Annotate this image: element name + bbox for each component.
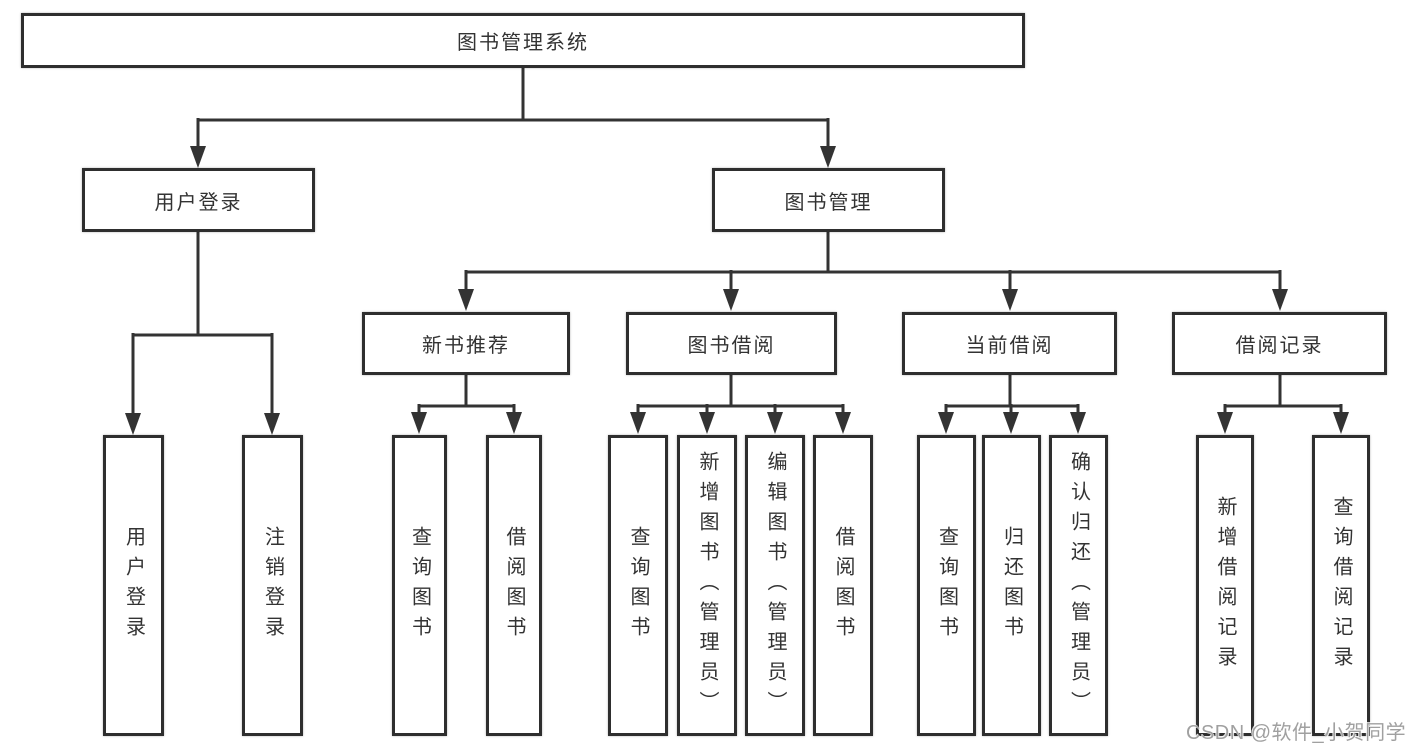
arrow-down-icon	[938, 412, 954, 434]
connector-borrow-record-to-leaves	[1223, 375, 1343, 419]
arrow-down-icon	[264, 413, 280, 435]
arrow-down-icon	[835, 412, 851, 434]
leaf-borrow-books-recommend: 借阅图书	[486, 435, 542, 736]
connector-user-login-to-leaves	[131, 232, 274, 419]
connector-book-management-to-level3	[464, 232, 1282, 296]
arrow-down-icon	[411, 412, 427, 434]
arrow-down-icon	[820, 146, 836, 168]
watermark: CSDN @软件_小贺同学	[1186, 722, 1405, 744]
leaf-user-login: 用户登录	[103, 435, 164, 736]
arrow-down-icon	[125, 413, 141, 435]
arrow-down-icon	[1003, 412, 1019, 434]
node-library-management-system: 图书管理系统	[21, 13, 1025, 68]
node-new-book-recommendation: 新书推荐	[362, 312, 570, 375]
connector-current-borrow-to-leaves	[944, 375, 1080, 419]
node-borrowing-records: 借阅记录	[1172, 312, 1387, 375]
arrow-down-icon	[1217, 412, 1233, 434]
arrow-down-icon	[190, 146, 206, 168]
leaf-confirm-return-admin: 确认归还（管理员）	[1049, 435, 1108, 736]
arrow-down-icon	[1002, 289, 1018, 311]
arrow-down-icon	[723, 289, 739, 311]
arrow-down-icon	[630, 412, 646, 434]
arrow-down-icon	[699, 412, 715, 434]
node-user-login: 用户登录	[82, 168, 315, 232]
arrow-down-icon	[1272, 289, 1288, 311]
arrow-down-icon	[1070, 412, 1086, 434]
leaf-query-borrow-record: 查询借阅记录	[1312, 435, 1370, 736]
leaf-add-book-admin: 新增图书（管理员）	[677, 435, 737, 736]
arrow-down-icon	[767, 412, 783, 434]
leaf-query-books-borrowing: 查询图书	[608, 435, 668, 736]
connector-book-borrow-to-leaves	[636, 375, 845, 419]
arrow-down-icon	[506, 412, 522, 434]
arrow-down-icon	[1333, 412, 1349, 434]
leaf-return-books: 归还图书	[982, 435, 1041, 736]
node-book-management: 图书管理	[712, 168, 945, 232]
node-current-borrowing: 当前借阅	[902, 312, 1117, 375]
node-book-borrowing: 图书借阅	[626, 312, 837, 375]
connector-new-book-to-leaves	[417, 375, 516, 419]
leaf-query-books-current: 查询图书	[917, 435, 976, 736]
leaf-add-borrow-record: 新增借阅记录	[1196, 435, 1254, 736]
leaf-borrow-books-borrowing: 借阅图书	[813, 435, 873, 736]
arrow-down-icon	[458, 289, 474, 311]
leaf-query-books-recommend: 查询图书	[392, 435, 447, 736]
connector-root-to-level2	[196, 68, 830, 152]
leaf-edit-book-admin: 编辑图书（管理员）	[745, 435, 805, 736]
leaf-logout-login: 注销登录	[242, 435, 303, 736]
